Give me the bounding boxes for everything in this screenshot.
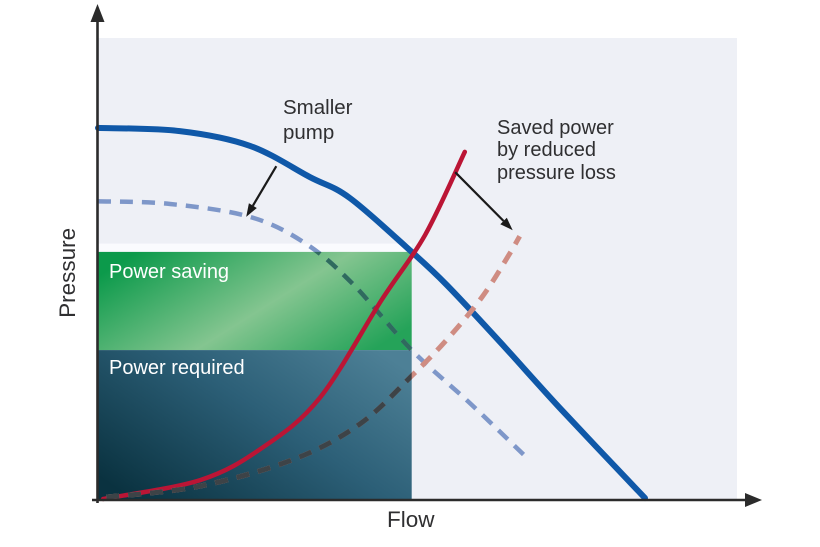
smaller-pump-arrow-line (251, 165, 278, 207)
smaller-pump-callout: Smaller pump (283, 96, 353, 144)
x-axis-label: Flow (387, 507, 435, 532)
chart-areas (98, 38, 737, 499)
smaller-pump-arrow-head-icon (246, 203, 257, 217)
saved-power-callout: Saved power by reduced pressure loss (497, 117, 616, 184)
y-axis-arrowhead-icon (90, 4, 105, 22)
x-axis (92, 493, 762, 507)
area-highlight-band (98, 243, 412, 252)
saved-power-arrow-head-icon (500, 217, 513, 231)
series-reduced-power-curve (106, 234, 522, 500)
series-pump-curve (95, 124, 648, 502)
y-axis-label: Pressure (55, 227, 81, 319)
y-axis-label-wrap: Pressure (51, 203, 85, 343)
power-required-area-label: Power required (109, 357, 245, 379)
chart-series (95, 124, 648, 502)
series-power-curve (100, 149, 468, 502)
power-saving-area-label: Power saving (109, 261, 230, 283)
series-smaller-pump-curve-over-power-saving (313, 251, 412, 351)
chart-annotations (246, 165, 513, 231)
saved-power-arrow-line (454, 171, 505, 222)
y-axis (90, 4, 105, 503)
x-axis-arrowhead-icon (745, 493, 762, 507)
